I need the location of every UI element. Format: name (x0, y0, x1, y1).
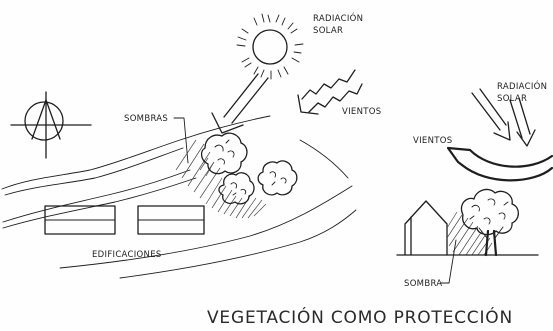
terrain-contours (1, 115, 357, 279)
solar-radiation-arrow-left (211, 73, 269, 134)
shadow-label-right: SOMBRA (404, 279, 442, 289)
tree-canopy-3 (257, 160, 298, 196)
shadows-label-left: SOMBRAS (124, 114, 168, 124)
solar-radiation-label-top-line1: RADIACIÓN (313, 12, 363, 24)
house-icon (404, 200, 448, 256)
diagram-caption: VEGETACIÓN COMO PROTECCIÓN (207, 306, 513, 328)
buildings-label: EDIFICACIONES (92, 250, 162, 260)
building-1 (44, 205, 116, 235)
shadow-leader-line-right (440, 239, 457, 284)
solar-radiation-label-right-line2: SOLAR (497, 94, 527, 104)
wind-arrow-left (297, 69, 363, 115)
building-2 (137, 205, 205, 235)
tree-canopy-2 (218, 172, 255, 205)
solar-radiation-arrows-right (471, 88, 536, 147)
winds-label-left: VIENTOS (342, 107, 381, 117)
sun-icon (236, 13, 304, 80)
solar-radiation-label-top-line2: SOLAR (313, 26, 343, 36)
winds-label-right: VIENTOS (413, 136, 452, 146)
tree-canopy-1 (200, 132, 248, 175)
north-compass-icon (10, 91, 92, 159)
solar-radiation-label-right-line1: RADIACIÓN (497, 80, 547, 92)
tree-elevation-icon (460, 188, 520, 257)
wind-arrow-right (446, 146, 553, 182)
shadows-leader-line (173, 117, 189, 164)
